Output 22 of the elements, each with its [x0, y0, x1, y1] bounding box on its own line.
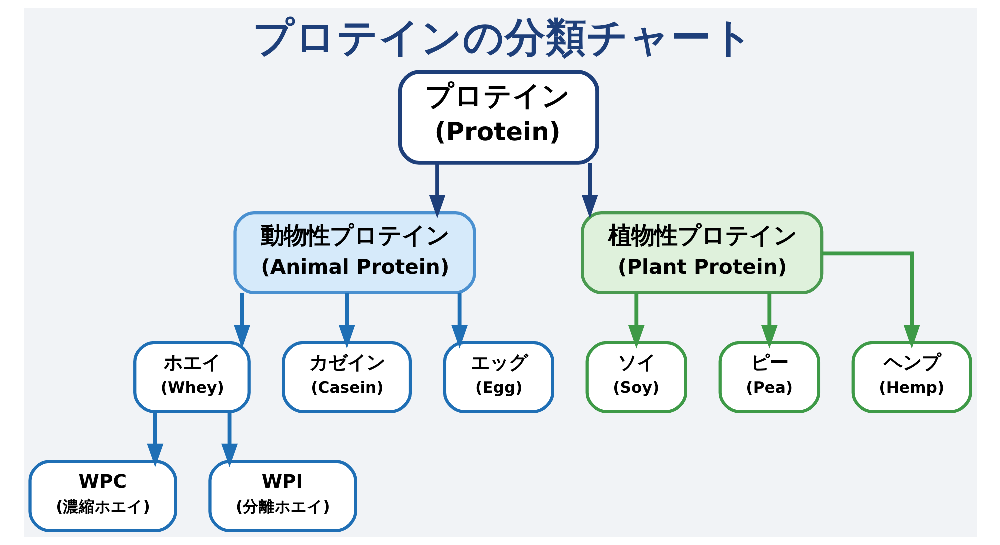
node-box: ヘンプ (Hemp) [851, 341, 972, 414]
node-box: ホエイ (Whey) [133, 341, 250, 414]
arrow [822, 252, 920, 349]
arrow [628, 292, 644, 349]
node-box: エッグ (Egg) [442, 341, 554, 414]
arrow [428, 163, 446, 219]
diagram-title: プロテインの分類チャート [252, 14, 754, 62]
node-box: WPC (濃縮ホエイ) [28, 460, 177, 532]
arrow [221, 412, 238, 468]
node-box: プロテイン (Protein) [398, 70, 599, 165]
arrow [234, 292, 250, 349]
arrow [451, 292, 468, 349]
arrow [338, 292, 355, 349]
arrow [581, 163, 598, 219]
arrow [146, 412, 164, 468]
node-box: ソイ (Soy) [585, 341, 687, 414]
node-box: 動物性プロテイン (Animal Protein) [233, 211, 476, 294]
node-box: 植物性プロテイン (Plant Protein) [580, 211, 824, 294]
node-box: ピー (Pea) [718, 341, 820, 414]
arrow [760, 292, 778, 349]
node-box: WPI (分離ホエイ) [208, 460, 357, 532]
node-box: カゼイン (Casein) [282, 341, 412, 414]
